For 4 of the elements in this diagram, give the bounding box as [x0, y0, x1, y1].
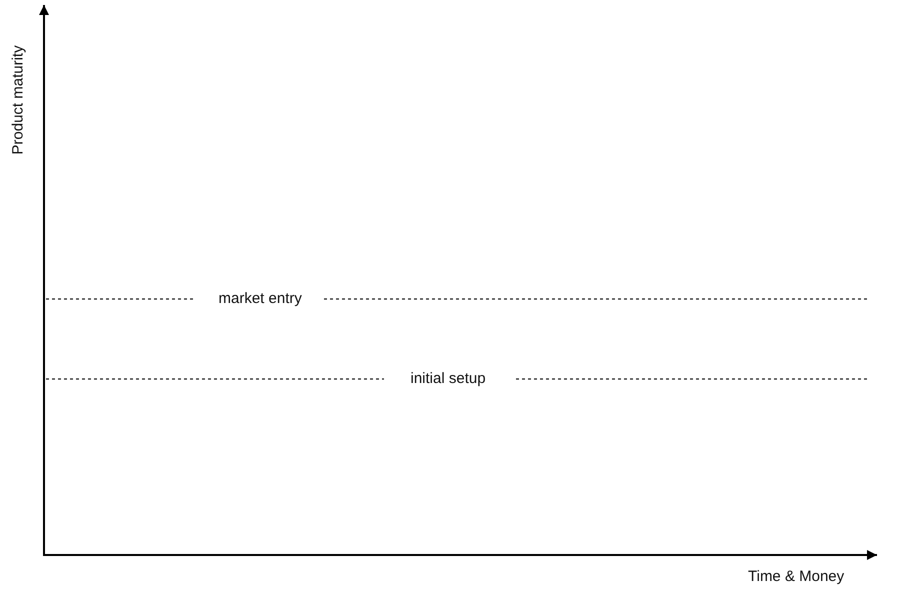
reference-line-label: market entry [218, 290, 302, 308]
axis-title: Product maturity [9, 45, 28, 155]
reference-line-label: initial setup [410, 370, 486, 388]
axis-title: Time & Money [748, 568, 844, 586]
